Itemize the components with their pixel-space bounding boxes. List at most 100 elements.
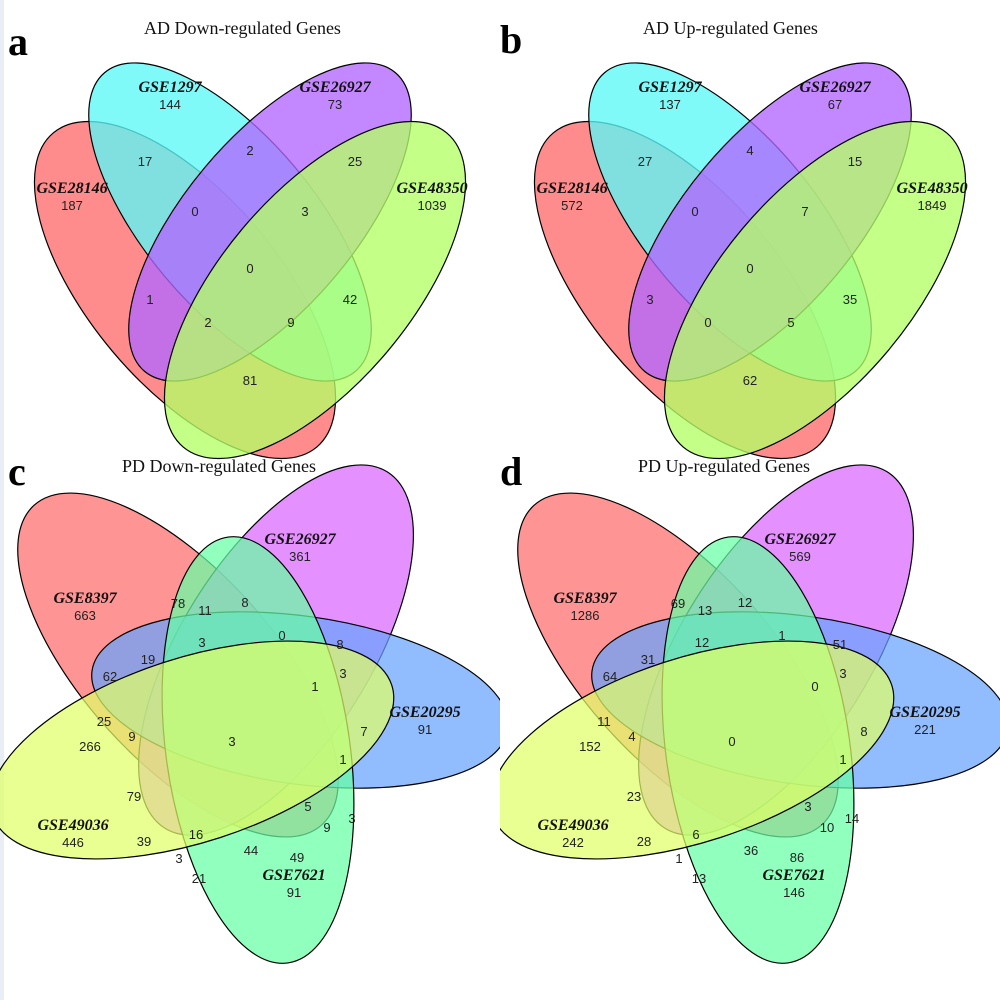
panel-title: AD Down-regulated Genes — [144, 18, 341, 38]
region-count: 25 — [97, 714, 111, 729]
region-count-c-d: 25 — [348, 154, 362, 169]
set-count: 1039 — [418, 198, 447, 213]
panel-title: PD Up-regulated Genes — [638, 456, 810, 476]
set-label: GSE20295 — [889, 704, 960, 721]
region-count: 1 — [339, 752, 346, 767]
region-count: 8 — [241, 595, 248, 610]
region-count: 21 — [192, 871, 206, 886]
region-count: 69 — [671, 596, 685, 611]
set-count: 242 — [562, 835, 584, 850]
region-count-a-b-c-d: 0 — [746, 261, 753, 276]
region-count: 11 — [597, 714, 611, 729]
region-count: 14 — [845, 811, 859, 826]
set-count: 73 — [328, 97, 342, 112]
set-label: GSE1297 — [138, 79, 202, 96]
panel-letter: a — [8, 19, 28, 64]
set-label: GSE26927 — [264, 531, 336, 548]
set-label: GSE48350 — [896, 180, 967, 197]
region-count: 78 — [171, 596, 185, 611]
set-ellipse-gse48350 — [663, 120, 967, 460]
set-label: GSE49036 — [537, 817, 608, 834]
set-label: GSE26927 — [799, 79, 871, 96]
region-count: 23 — [627, 789, 641, 804]
set-count: 91 — [287, 885, 301, 900]
region-count: 12 — [738, 595, 752, 610]
set-count: 569 — [789, 549, 811, 564]
set-label: GSE7621 — [262, 867, 325, 884]
region-count: 86 — [790, 850, 804, 865]
set-label: GSE48350 — [396, 180, 467, 197]
set-ellipse-gse49036 — [500, 640, 895, 860]
panel-letter: b — [500, 17, 523, 62]
region-count: 0 — [278, 628, 285, 643]
set-label: GSE49036 — [37, 817, 108, 834]
region-count: 39 — [137, 834, 151, 849]
set-label: GSE28146 — [536, 180, 607, 197]
region-count: 8 — [336, 637, 343, 652]
venn4-diagram: GSE28146187GSE1297144GSE2692773GSE483501… — [33, 62, 468, 460]
region-count-a-c: 3 — [646, 292, 653, 307]
panel-title: AD Up-regulated Genes — [643, 18, 818, 38]
set-label: GSE26927 — [299, 79, 371, 96]
region-count: 62 — [103, 669, 117, 684]
region-count: 9 — [128, 729, 135, 744]
region-count: 10 — [820, 820, 834, 835]
region-count-c-d: 15 — [848, 154, 862, 169]
region-count-a-b: 17 — [138, 154, 152, 169]
set-count: 144 — [159, 97, 181, 112]
region-count: 3 — [339, 666, 346, 681]
region-count-a-b-d: 9 — [287, 315, 294, 330]
region-count-a-c: 1 — [146, 292, 153, 307]
region-count: 51 — [833, 637, 847, 652]
set-label: GSE8397 — [53, 590, 117, 607]
set-count: 572 — [561, 198, 583, 213]
region-count: 44 — [244, 843, 258, 858]
set-count: 1849 — [918, 198, 947, 213]
region-count: 6 — [692, 827, 699, 842]
region-count: 19 — [141, 652, 155, 667]
region-count: 1 — [311, 679, 318, 694]
region-count-a-b: 27 — [638, 154, 652, 169]
region-count: 0 — [728, 734, 735, 749]
region-count-a-b-c-d: 0 — [246, 261, 253, 276]
region-count-b-d: 42 — [343, 292, 357, 307]
region-count-b-c-d: 7 — [801, 204, 808, 219]
region-count: 28 — [637, 834, 651, 849]
region-count: 1 — [839, 752, 846, 767]
region-count: 31 — [641, 652, 655, 667]
set-label: GSE20295 — [389, 704, 460, 721]
region-count: 79 — [127, 789, 141, 804]
region-count: 11 — [198, 603, 212, 618]
region-count: 16 — [189, 827, 203, 842]
venn4-diagram: GSE28146572GSE1297137GSE2692767GSE483501… — [533, 62, 968, 460]
panel-letter: d — [500, 449, 523, 494]
region-count: 266 — [79, 739, 101, 754]
set-ellipse-gse49036 — [0, 640, 395, 860]
region-count: 64 — [603, 669, 617, 684]
region-count-a-b-c: 0 — [191, 204, 198, 219]
venn5-diagram: GSE83971286GSE26927569GSE20295221GSE7621… — [500, 464, 1000, 964]
region-count: 3 — [198, 635, 205, 650]
region-count: 3 — [804, 799, 811, 814]
region-count: 4 — [628, 729, 635, 744]
set-count: 91 — [418, 722, 432, 737]
set-label: GSE28146 — [36, 180, 107, 197]
set-count: 67 — [828, 97, 842, 112]
set-label: GSE26927 — [764, 531, 836, 548]
region-count: 12 — [695, 635, 709, 650]
region-count: 1 — [675, 851, 682, 866]
region-count: 3 — [228, 734, 235, 749]
set-count: 137 — [659, 97, 681, 112]
region-count: 5 — [304, 799, 311, 814]
panel-letter: c — [8, 449, 26, 494]
region-count: 1 — [778, 628, 785, 643]
region-count-b-d: 35 — [843, 292, 857, 307]
set-count: 1286 — [571, 608, 600, 623]
panel-title: PD Down-regulated Genes — [122, 456, 316, 476]
region-count-a-d: 81 — [243, 373, 257, 388]
set-count: 187 — [61, 198, 83, 213]
